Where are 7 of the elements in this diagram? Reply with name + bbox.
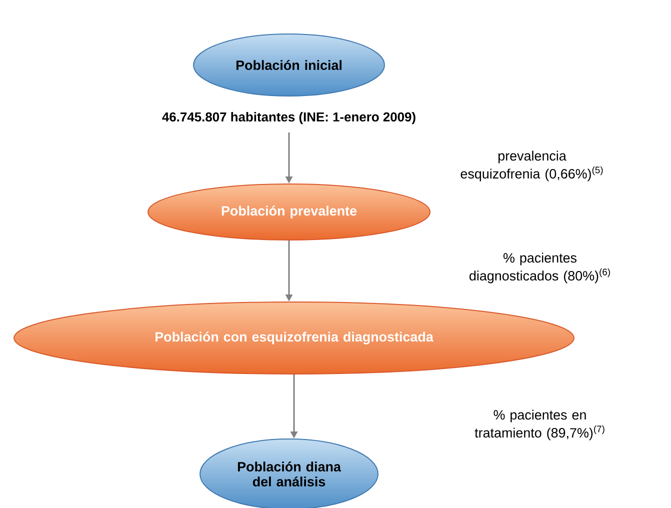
note-text: % pacientes diagnosticados (80%)$^{(6)}$ bbox=[470, 252, 610, 284]
ellipse-node: Población con esquizofrenia diagnosticada bbox=[14, 302, 574, 374]
caption-text: 46.745.807 habitantes (INE: 1-enero 2009) bbox=[162, 112, 416, 124]
ellipse-node: Población inicial bbox=[193, 34, 385, 96]
note-text: % pacientes en tratamiento (89,7%)$^{(7)}$ bbox=[474, 410, 604, 440]
note-text: prevalencia esquizofrenia (0,66%)$^{(5)}$ bbox=[460, 150, 603, 182]
ellipse-node: Población prevalente bbox=[148, 184, 430, 240]
